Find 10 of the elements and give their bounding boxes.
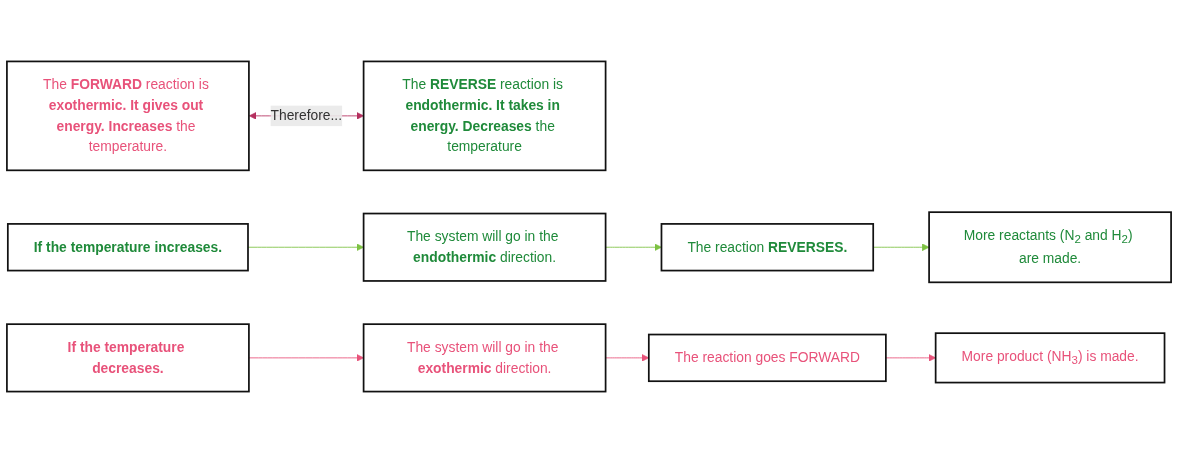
node-box: [362, 212, 607, 282]
node-box: [647, 333, 887, 383]
node-box: [934, 332, 1166, 384]
node-box: [362, 323, 607, 393]
node-box: [6, 323, 250, 393]
node-box: [362, 60, 607, 172]
node-box: [660, 223, 875, 272]
node-box: [6, 223, 249, 272]
node-box: [928, 211, 1172, 284]
node-box: [6, 60, 250, 172]
